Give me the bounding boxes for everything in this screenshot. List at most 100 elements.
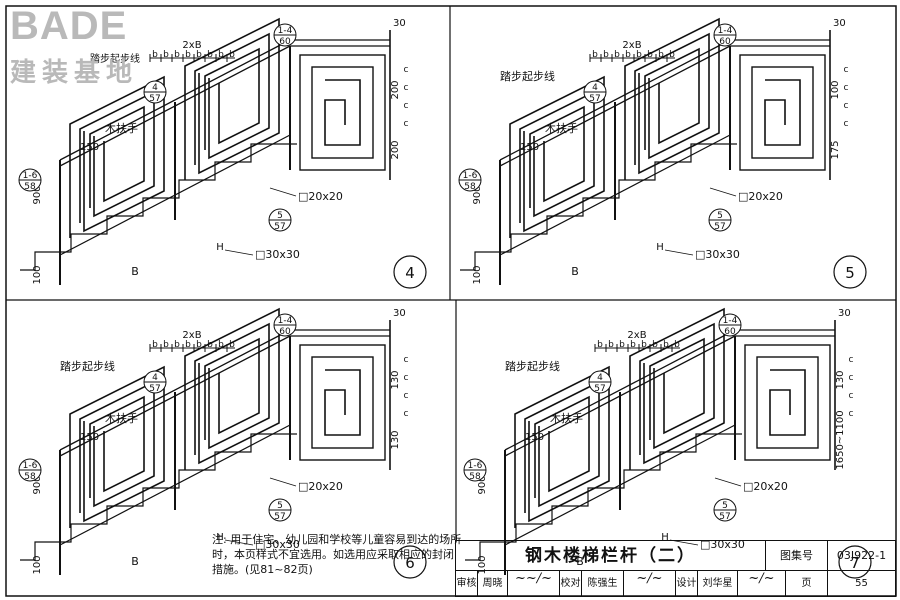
stair-steps <box>20 433 297 561</box>
panel-number-text: 5 <box>845 264 855 282</box>
dim-150: 150 <box>520 142 539 153</box>
ref-5-57: 557 <box>713 498 737 522</box>
leader-30 <box>224 539 254 546</box>
ref-1-6-58: 1-658 <box>463 458 487 482</box>
dim-right-2: 175 <box>830 140 841 159</box>
dim-900: 900 <box>477 475 488 494</box>
step-line-label: 踏步起步线 <box>90 52 140 65</box>
c-label: c <box>404 355 409 365</box>
usage-note: 注: 用于住宅、幼儿园和学校等儿童容易到达的场所时，本页样式不宜选用。如选用应采… <box>212 533 462 576</box>
ref-bottom: 58 <box>24 182 36 192</box>
dim-right-2: 1650~1100 <box>835 410 846 469</box>
fret-stroke <box>79 380 155 513</box>
square-30-label: □30x30 <box>695 248 740 261</box>
ref-bottom: 58 <box>24 472 36 482</box>
checker-signature: ~/~ <box>624 571 676 596</box>
dim-30: 30 <box>833 18 846 29</box>
b-label: b <box>196 50 202 60</box>
fret-stroke <box>529 105 585 208</box>
designer-name: 刘华星 <box>698 571 738 596</box>
b-label: b <box>647 50 653 60</box>
c-label: c <box>849 409 854 419</box>
sloped-fret-panel-1 <box>509 75 605 238</box>
ref-top: 4 <box>592 83 598 93</box>
c-label: c <box>849 373 854 383</box>
ref-bottom: 60 <box>724 327 736 337</box>
b-label: b <box>603 50 609 60</box>
dim-30: 30 <box>393 308 406 319</box>
dim-H: H <box>661 532 669 543</box>
dim-B: B <box>576 555 584 568</box>
ref-bottom: 60 <box>279 37 291 47</box>
dim-right: 200 <box>390 80 401 99</box>
fret-stroke <box>629 307 725 470</box>
c-label: c <box>404 101 409 111</box>
fret-stroke <box>534 395 590 498</box>
sloped-fret-panel-2 <box>184 17 280 180</box>
leader-30 <box>224 249 254 256</box>
dim-100: 100 <box>472 265 483 284</box>
ref-top: 1-4 <box>278 316 293 326</box>
b-label: b <box>174 50 180 60</box>
b-label: b <box>641 340 647 350</box>
dim-B: B <box>131 555 139 568</box>
ref-4-57: 457 <box>143 80 167 104</box>
fret-stroke <box>519 90 595 223</box>
handrail-label: 木扶手 <box>545 121 578 135</box>
ref-top: 1-4 <box>278 26 293 36</box>
signature-row: 审核 周晓 ~~/~ 校对 陈强生 ~/~ 设计 刘华星 ~/~ 页 55 <box>456 571 895 596</box>
landing-panel-frame <box>739 54 826 171</box>
panel-number-5: 5 <box>833 255 867 289</box>
step-line-label: 踏步起步线 <box>60 359 115 373</box>
dim-right: 100 <box>830 80 841 99</box>
b-label: b <box>608 340 614 350</box>
stair-steps <box>20 143 297 271</box>
ref-bottom: 58 <box>469 472 481 482</box>
sheet-border <box>5 5 897 597</box>
ref-top: 4 <box>152 83 158 93</box>
dim-100: 100 <box>477 555 488 574</box>
ref-5-57: 557 <box>268 498 292 522</box>
ref-1-4-60: 1-460 <box>713 23 737 47</box>
leader-30 <box>664 249 694 256</box>
reviewer-name: 周晓 <box>478 571 508 596</box>
page-label: 页 <box>786 571 828 596</box>
square-30-label: □30x30 <box>255 538 300 551</box>
dim-H: H <box>656 242 664 253</box>
ref-4-57: 457 <box>143 370 167 394</box>
handrail-label: 木扶手 <box>550 411 583 425</box>
landing-fret <box>769 369 806 436</box>
b-label: b <box>163 50 169 60</box>
dim-30: 30 <box>838 308 851 319</box>
b-label: b <box>163 340 169 350</box>
sloped-fret-panel-1 <box>69 365 165 528</box>
panel-number-6: 6 <box>393 545 427 579</box>
landing-fret <box>324 79 361 146</box>
dim-30: 30 <box>393 18 406 29</box>
fret-stroke <box>634 32 710 165</box>
ref-top: 1-6 <box>23 171 38 181</box>
ref-top: 5 <box>717 211 723 221</box>
panel-number-circle <box>393 255 427 289</box>
square-20-label: □20x20 <box>298 190 343 203</box>
b-label: b <box>207 50 213 60</box>
fret-stroke <box>69 365 165 528</box>
page-number: 55 <box>855 578 868 589</box>
b-label: b <box>229 50 235 60</box>
ref-bottom: 57 <box>719 512 730 522</box>
fret-stroke <box>624 17 720 180</box>
c-label: c <box>844 119 849 129</box>
b-label: b <box>614 50 620 60</box>
fret-stroke <box>514 365 610 528</box>
c-label: c <box>849 391 854 401</box>
sloped-fret-panel-1 <box>69 75 165 238</box>
landing-fret <box>764 79 801 146</box>
ref-bottom: 57 <box>594 384 605 394</box>
dim-2xB: 2xB <box>622 40 641 51</box>
sloped-fret-panel-2 <box>624 17 720 180</box>
